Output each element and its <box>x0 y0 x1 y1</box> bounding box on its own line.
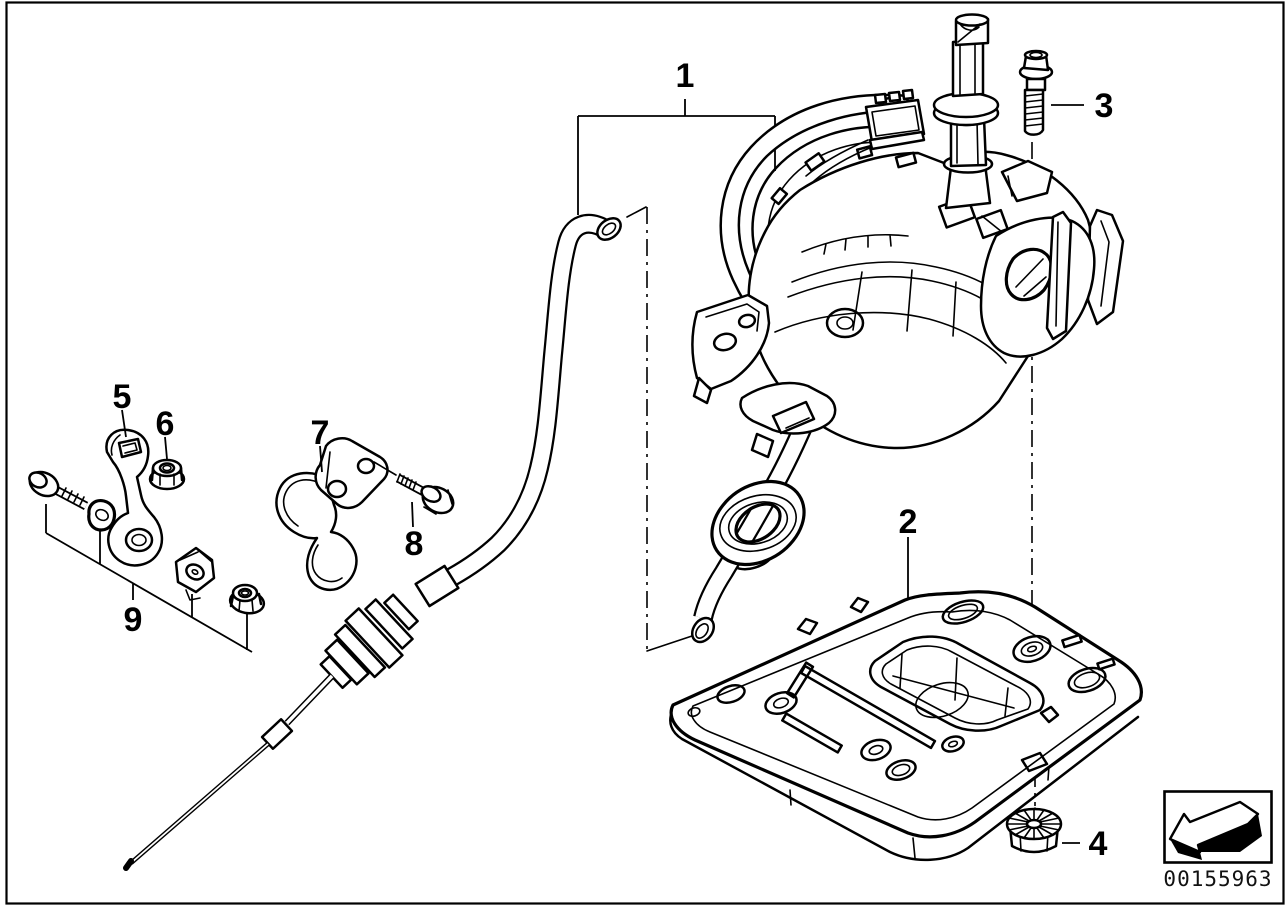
lever-5: 5 <box>105 378 164 567</box>
callout-5-label: 5 <box>113 378 132 416</box>
bracket-7: 7 <box>275 414 389 592</box>
cable-grommet-assembly <box>690 416 816 644</box>
connector-wires <box>805 139 873 182</box>
nut-6: 6 <box>148 405 186 491</box>
shifter-assembly <box>691 13 1125 459</box>
bolt-3: 3 <box>1018 49 1114 136</box>
bolt-8: 8 <box>373 461 455 563</box>
mount-bracket-plate <box>691 293 771 391</box>
callout-9-label: 9 <box>124 601 143 639</box>
cable-adjuster <box>319 593 419 690</box>
callout-3-label: 3 <box>1095 87 1114 125</box>
cable-grommet <box>710 480 806 566</box>
callout-1: 1 <box>577 57 776 215</box>
callout-1-label: 1 <box>676 57 695 95</box>
shift-lever-shaft <box>932 13 1000 210</box>
fastener-group-9: 9 <box>28 470 266 653</box>
base-plate-top <box>669 590 1143 839</box>
callout-8-label: 8 <box>405 525 424 563</box>
callout-7-label: 7 <box>311 414 330 452</box>
callout-2: 2 <box>899 503 918 601</box>
page-turn-arrow-icon <box>1168 800 1262 860</box>
callout-2-label: 2 <box>899 503 918 541</box>
page-border-frame <box>5 1 1285 905</box>
footer-stamp: 00155963 <box>1163 790 1273 891</box>
connector-block <box>805 88 926 182</box>
shifter-base-plate <box>669 590 1143 862</box>
image-id-label: 00155963 <box>1163 867 1272 891</box>
nut-4: 4 <box>1005 807 1108 863</box>
tube-end-opening <box>690 616 716 644</box>
callout-6-label: 6 <box>156 405 175 443</box>
callout-4-label: 4 <box>1089 825 1108 863</box>
shift-cable <box>123 213 622 871</box>
bolt-3-hole <box>1012 634 1052 664</box>
